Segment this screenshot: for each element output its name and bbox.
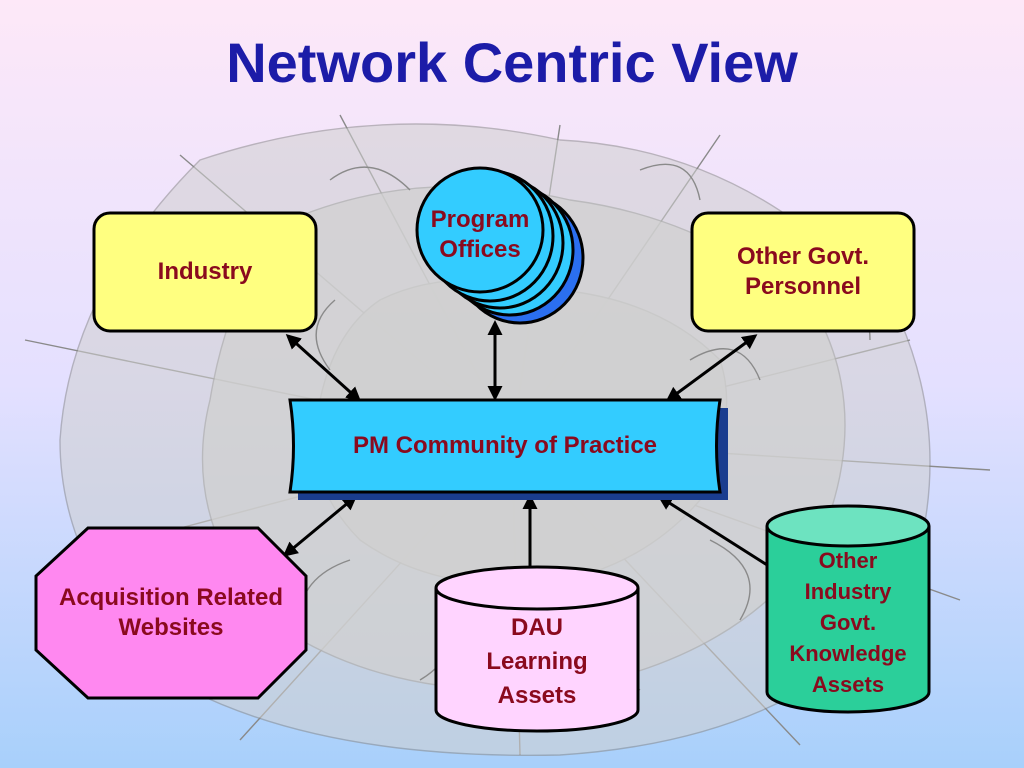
other-govt-box (690, 211, 916, 333)
pm-community-box (288, 398, 728, 500)
other-industry-cylinder (765, 504, 931, 714)
acquisition-label: Acquisition Related Websites (58, 584, 284, 641)
page-title: Network Centric View (226, 31, 798, 94)
connectors (282, 320, 789, 593)
connector-industry (285, 333, 362, 403)
dau-cylinder (434, 565, 640, 733)
industry-label: Industry (157, 258, 253, 285)
program-offices-label: Program Offices (430, 206, 530, 263)
connector-other-industry (657, 495, 789, 579)
other-industry-label: Other Industry Govt. Knowledge Assets (789, 547, 907, 697)
acquisition-octagon (34, 526, 308, 700)
connector-other-govt (665, 334, 758, 402)
connector-acquisition (282, 495, 358, 557)
industry-box (92, 211, 318, 333)
program-offices-node (415, 166, 585, 325)
pm-community-label: PM Community of Practice (352, 432, 658, 459)
dau-label: DAU Learning Assets (486, 614, 588, 709)
other-govt-label: Other Govt. Personnel (736, 243, 869, 300)
